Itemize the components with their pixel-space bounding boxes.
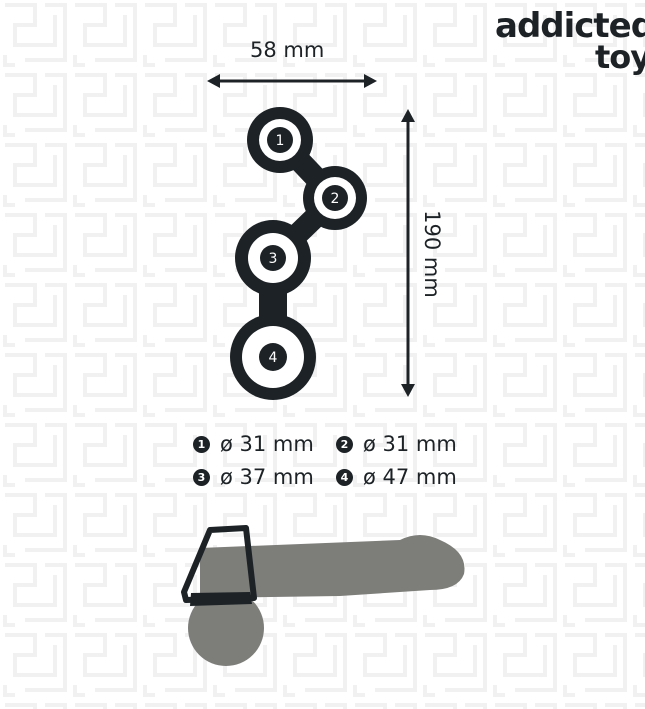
ring-3: 3 <box>235 220 311 296</box>
height-arrow <box>401 109 415 397</box>
legend-ring-2-number: 2 <box>336 435 353 453</box>
usage-illustration <box>181 525 465 666</box>
ring-2: 2 <box>303 166 367 230</box>
legend-ring-1-diameter: ø 31 mm <box>220 432 314 456</box>
legend-ring-1: 1 ø 31 mm <box>193 432 314 456</box>
legend-ring-2: 2 ø 31 mm <box>336 432 457 456</box>
legend-ring-4-diameter: ø 47 mm <box>363 465 457 489</box>
ring-1-number: 1 <box>276 133 285 149</box>
ring-3-number: 3 <box>269 251 278 267</box>
legend-ring-1-number: 1 <box>193 435 210 453</box>
ring-4: 4 <box>230 314 316 400</box>
legend-ring-3-number: 3 <box>193 468 210 486</box>
brand-logo-line1: addicted <box>495 6 645 46</box>
width-dimension-label: 58 mm <box>250 38 325 62</box>
shaft-shape <box>200 535 465 598</box>
brand-logo-line2: toys <box>595 38 645 76</box>
legend-ring-3: 3 ø 37 mm <box>193 465 314 489</box>
legend-ring-2-diameter: ø 31 mm <box>363 432 457 456</box>
legend-ring-4-number: 4 <box>336 468 353 486</box>
brand-logo: addicted toys <box>485 6 645 76</box>
ring-4-number: 4 <box>269 350 278 366</box>
width-arrow <box>207 74 377 88</box>
ring-1: 1 <box>247 107 313 173</box>
legend-ring-4: 4 ø 47 mm <box>336 465 457 489</box>
ring-2-number: 2 <box>331 191 340 207</box>
height-dimension-label: 190 mm <box>420 210 444 298</box>
legend-ring-3-diameter: ø 37 mm <box>220 465 314 489</box>
testicles-shape <box>188 590 264 666</box>
